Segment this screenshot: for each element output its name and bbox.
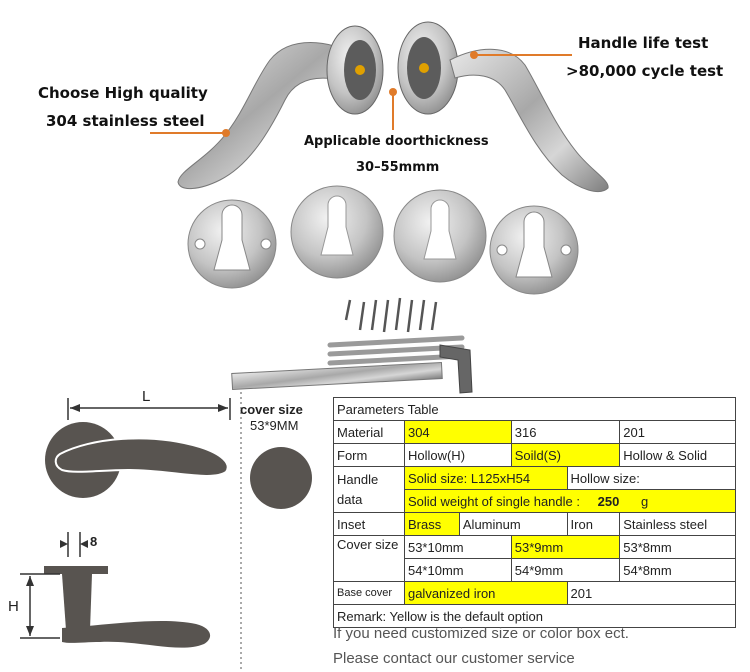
- diagram-cover: [250, 447, 312, 509]
- cover-size-label: cover size: [240, 402, 303, 417]
- right-handle: [449, 48, 609, 192]
- cover-53x9: 53*9mm: [510, 535, 621, 559]
- quality-callout-dot: [222, 129, 230, 137]
- material-label: Material: [333, 420, 405, 444]
- thickness-callout-line2: 30–55mmm: [356, 160, 440, 175]
- parameters-table: Parameters Table Material 304 316 201 Fo…: [333, 397, 737, 628]
- diagram-side-neck: [62, 574, 92, 630]
- quality-callout-line1: Choose High quality: [38, 84, 208, 102]
- note-line2: Please contact our customer service: [333, 650, 575, 667]
- form-label: Form: [333, 443, 405, 467]
- screws: [344, 297, 438, 333]
- solid-weight-unit: g: [640, 493, 649, 509]
- inset-brass: Brass: [403, 512, 460, 536]
- note-line1: If you need customized size or color box…: [333, 625, 629, 642]
- handle-label-line1: Handle: [337, 471, 379, 487]
- table-row-inset: Inset Brass Aluminum Iron Stainless stee…: [333, 512, 736, 536]
- handle-solid-size: Solid size: L125xH54: [403, 466, 568, 490]
- material-304: 304: [403, 420, 512, 444]
- table-row-form: Form Hollow(H) Soild(S) Hollow & Solid: [333, 443, 736, 467]
- diagram-side-base: [44, 566, 108, 574]
- thickness-callout-dot: [389, 88, 397, 96]
- inset-iron: Iron: [566, 512, 621, 536]
- base-galvanized: galvanized iron: [403, 581, 568, 605]
- cover-size-value: 53*9MM: [250, 418, 299, 433]
- table-row-cover-2: 54*10mm 54*9mm 54*8mm: [334, 558, 736, 582]
- escutcheon-4: [489, 205, 579, 295]
- hex-key: [439, 344, 473, 394]
- life-callout-leader: [476, 54, 572, 56]
- product-illustration: [177, 21, 609, 394]
- base-201: 201: [566, 581, 737, 605]
- handle-hollow-size: Hollow size:: [566, 466, 737, 490]
- solid-weight-value: 250: [597, 493, 620, 509]
- inset-aluminum: Aluminum: [458, 512, 568, 536]
- left-handle: [177, 42, 356, 189]
- table-row-base: Base cover galvanized iron 201: [333, 581, 737, 605]
- life-callout-line2: >80,000 cycle test: [566, 62, 724, 80]
- inset-label: Inset: [333, 512, 405, 536]
- table-row-material: Material 304 316 201: [333, 420, 736, 444]
- length-label: L: [142, 388, 151, 405]
- quality-callout-leader: [150, 132, 226, 134]
- cover-54x8: 54*8mm: [619, 558, 736, 582]
- dimension-diagram: [20, 392, 312, 672]
- cover-53x8: 53*8mm: [619, 535, 736, 559]
- base-cover-label: Base cover: [333, 581, 405, 605]
- escutcheon-3: [393, 189, 487, 283]
- material-201: 201: [619, 420, 736, 444]
- table-row-cover-1: Cover size 53*10mm 53*9mm 53*8mm: [333, 535, 736, 582]
- thickness-callout-leader: [392, 92, 394, 130]
- height-label: H: [8, 598, 19, 615]
- cover-54x9: 54*9mm: [510, 558, 621, 582]
- table-row-remark: Remark: Yellow is the default option: [333, 604, 736, 628]
- cover-53x10: 53*10mm: [403, 535, 512, 559]
- spindle: [231, 361, 443, 391]
- handle-label-line2: data: [337, 491, 363, 507]
- form-solid: Soild(S): [510, 443, 621, 467]
- life-callout-line1: Handle life test: [578, 34, 709, 52]
- material-316: 316: [510, 420, 621, 444]
- escutcheon-1: [187, 199, 277, 289]
- thickness-callout-line1: Applicable doorthickness: [304, 134, 489, 149]
- table-title: Parameters Table: [333, 397, 736, 421]
- handle-solid-weight: Solid weight of single handle : 250 g: [403, 489, 737, 513]
- table-row-handle-2: Solid weight of single handle : 250 g: [334, 489, 737, 513]
- width-label: 8: [90, 534, 98, 549]
- table-title-row: Parameters Table: [333, 397, 736, 421]
- remark: Remark: Yellow is the default option: [333, 604, 736, 628]
- diagram-side-lever: [62, 620, 211, 648]
- table-row-handle-1: Handle data Solid size: L125xH54 Hollow …: [333, 466, 737, 513]
- form-hollow: Hollow(H): [403, 443, 512, 467]
- escutcheon-2: [290, 185, 384, 279]
- cover-size-label-cell: Cover size: [333, 535, 405, 582]
- life-callout-dot: [470, 51, 478, 59]
- diagram-lever: [54, 437, 229, 477]
- handle-data-label: Handle data: [333, 466, 405, 513]
- inset-stainless: Stainless steel: [619, 512, 736, 536]
- cover-54x10: 54*10mm: [403, 558, 512, 582]
- quality-callout-line2: 304 stainless steel: [46, 112, 205, 130]
- form-hollow-solid: Hollow & Solid: [619, 443, 736, 467]
- solid-weight-label: Solid weight of single handle :: [407, 493, 580, 509]
